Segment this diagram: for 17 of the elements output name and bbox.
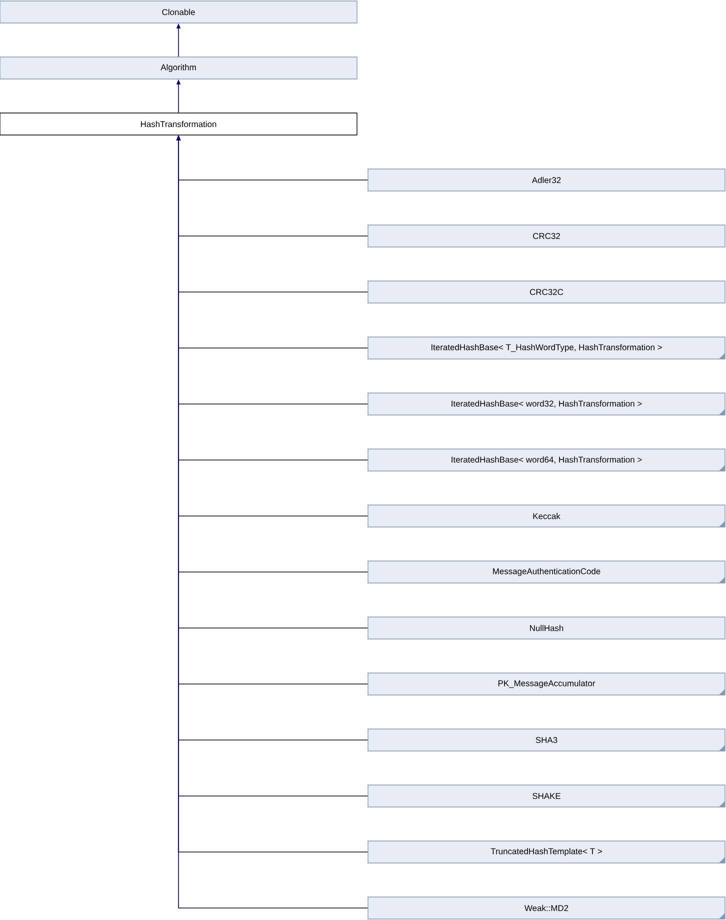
class-box: SHAKE [368, 784, 726, 808]
class-box: TruncatedHashTemplate< T > [368, 840, 726, 864]
class-box: IteratedHashBase< word32, HashTransformation > [368, 392, 726, 416]
class-box: Adler32 [368, 168, 726, 192]
class-box: SHA3 [368, 728, 726, 752]
class-box: Weak::MD2 [368, 896, 726, 920]
class-box: CRC32 [368, 224, 726, 248]
class-box: NullHash [368, 616, 726, 640]
class-box: MessageAuthenticationCode [368, 560, 726, 584]
class-box: HashTransformation [0, 112, 358, 136]
class-box: Algorithm [0, 56, 358, 80]
class-box: Keccak [368, 504, 726, 528]
class-box: Clonable [0, 0, 358, 24]
class-box: CRC32C [368, 280, 726, 304]
class-box: PK_MessageAccumulator [368, 672, 726, 696]
class-box: IteratedHashBase< T_HashWordType, HashTransformation > [368, 336, 726, 360]
class-box: IteratedHashBase< word64, HashTransformation > [368, 448, 726, 472]
